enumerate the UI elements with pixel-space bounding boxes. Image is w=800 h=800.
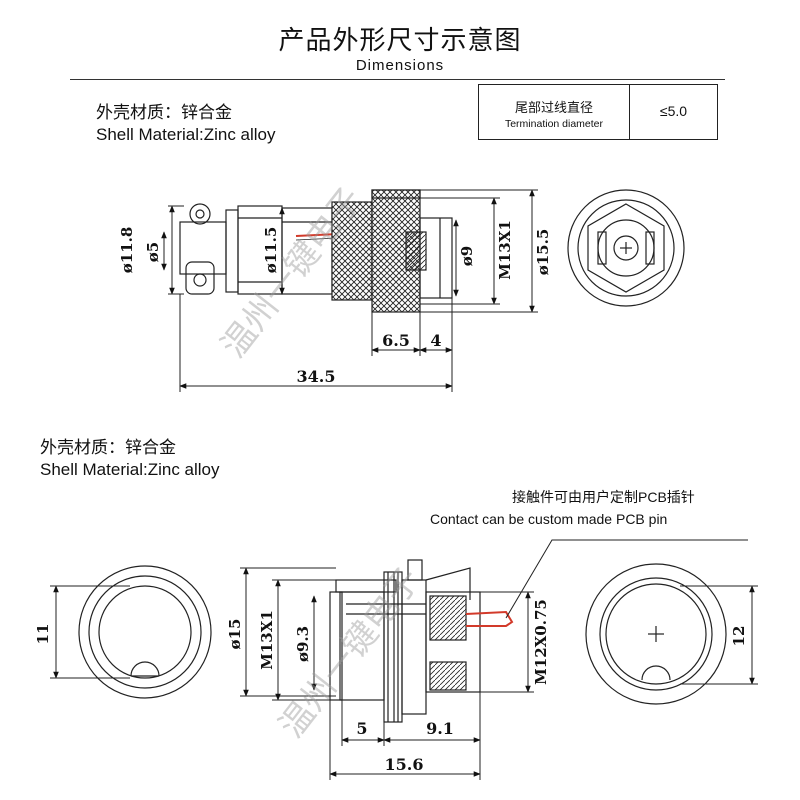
dim-h12: 12 bbox=[730, 626, 748, 647]
dim-len-6-5: 6.5 bbox=[382, 331, 410, 350]
dim-d11-5: ø11.5 bbox=[262, 227, 280, 274]
dim-d15-5: ø15.5 bbox=[534, 229, 552, 276]
dim-len-5: 5 bbox=[356, 719, 367, 738]
pcb-pin-note-en: Contact can be custom made PCB pin bbox=[430, 511, 668, 527]
termination-label-cell: 尾部过线直径 Termination diameter bbox=[478, 84, 630, 140]
cable-clamp bbox=[179, 221, 227, 275]
bottom-left-end-view bbox=[78, 565, 212, 699]
bottom-material-label: 外壳材质：锌合金 Shell Material:Zinc alloy bbox=[40, 437, 220, 481]
dim-d9-3: ø9.3 bbox=[294, 626, 312, 662]
bottom-right-dim bbox=[680, 585, 758, 685]
termination-label-cn: 尾部过线直径 bbox=[514, 99, 593, 115]
bottom-side-view bbox=[329, 559, 514, 723]
bottom-material-en: Shell Material:Zinc alloy bbox=[40, 460, 220, 479]
bottom-side-dim bbox=[240, 539, 748, 780]
top-material-label: 外壳材质：锌合金 Shell Material:Zinc alloy bbox=[96, 102, 276, 146]
termination-label-en: Termination diameter bbox=[504, 117, 604, 130]
dim-h11: 11 bbox=[34, 624, 52, 645]
top-dimension-lines bbox=[161, 189, 538, 392]
dim-thread-m13: M13X1 bbox=[496, 220, 514, 280]
page-title: 产品外形尺寸示意图 bbox=[278, 25, 522, 55]
page-subtitle: Dimensions bbox=[355, 57, 445, 74]
dim-d9: ø9 bbox=[458, 246, 476, 266]
top-side-view bbox=[179, 189, 453, 313]
bottom-left-dim bbox=[50, 585, 130, 679]
dim-thread-m13-bottom: M13X1 bbox=[258, 610, 276, 670]
pcb-pin-note: 接触件可由用户定制PCB插针 Contact can be custom mad… bbox=[430, 486, 695, 530]
dim-thread-m12: M12X0.75 bbox=[532, 599, 550, 685]
bottom-right-end-view bbox=[585, 563, 727, 705]
top-end-view bbox=[567, 189, 685, 307]
pcb-pin-note-cn: 接触件可由用户定制PCB插针 bbox=[512, 489, 695, 505]
top-material-cn: 外壳材质：锌合金 bbox=[96, 103, 232, 122]
dim-d11-8: ø11.8 bbox=[118, 227, 136, 274]
termination-spec-table: 尾部过线直径 Termination diameter ≤5.0 bbox=[478, 84, 718, 140]
title-divider bbox=[70, 79, 725, 80]
bottom-material-cn: 外壳材质：锌合金 bbox=[40, 438, 176, 457]
termination-value: ≤5.0 bbox=[659, 103, 688, 119]
dim-len-4: 4 bbox=[430, 331, 441, 350]
dim-len-15-6: 15.6 bbox=[385, 755, 424, 774]
clamp-screw-top bbox=[189, 203, 211, 225]
dim-d15: ø15 bbox=[226, 619, 244, 650]
dim-len-34-5: 34.5 bbox=[297, 367, 336, 386]
clamp-screw-bottom bbox=[185, 261, 215, 295]
termination-value-cell: ≤5.0 bbox=[629, 84, 718, 140]
dim-len-9-1: 9.1 bbox=[426, 719, 454, 738]
top-material-en: Shell Material:Zinc alloy bbox=[96, 125, 276, 144]
dim-d5: ø5 bbox=[144, 242, 162, 262]
